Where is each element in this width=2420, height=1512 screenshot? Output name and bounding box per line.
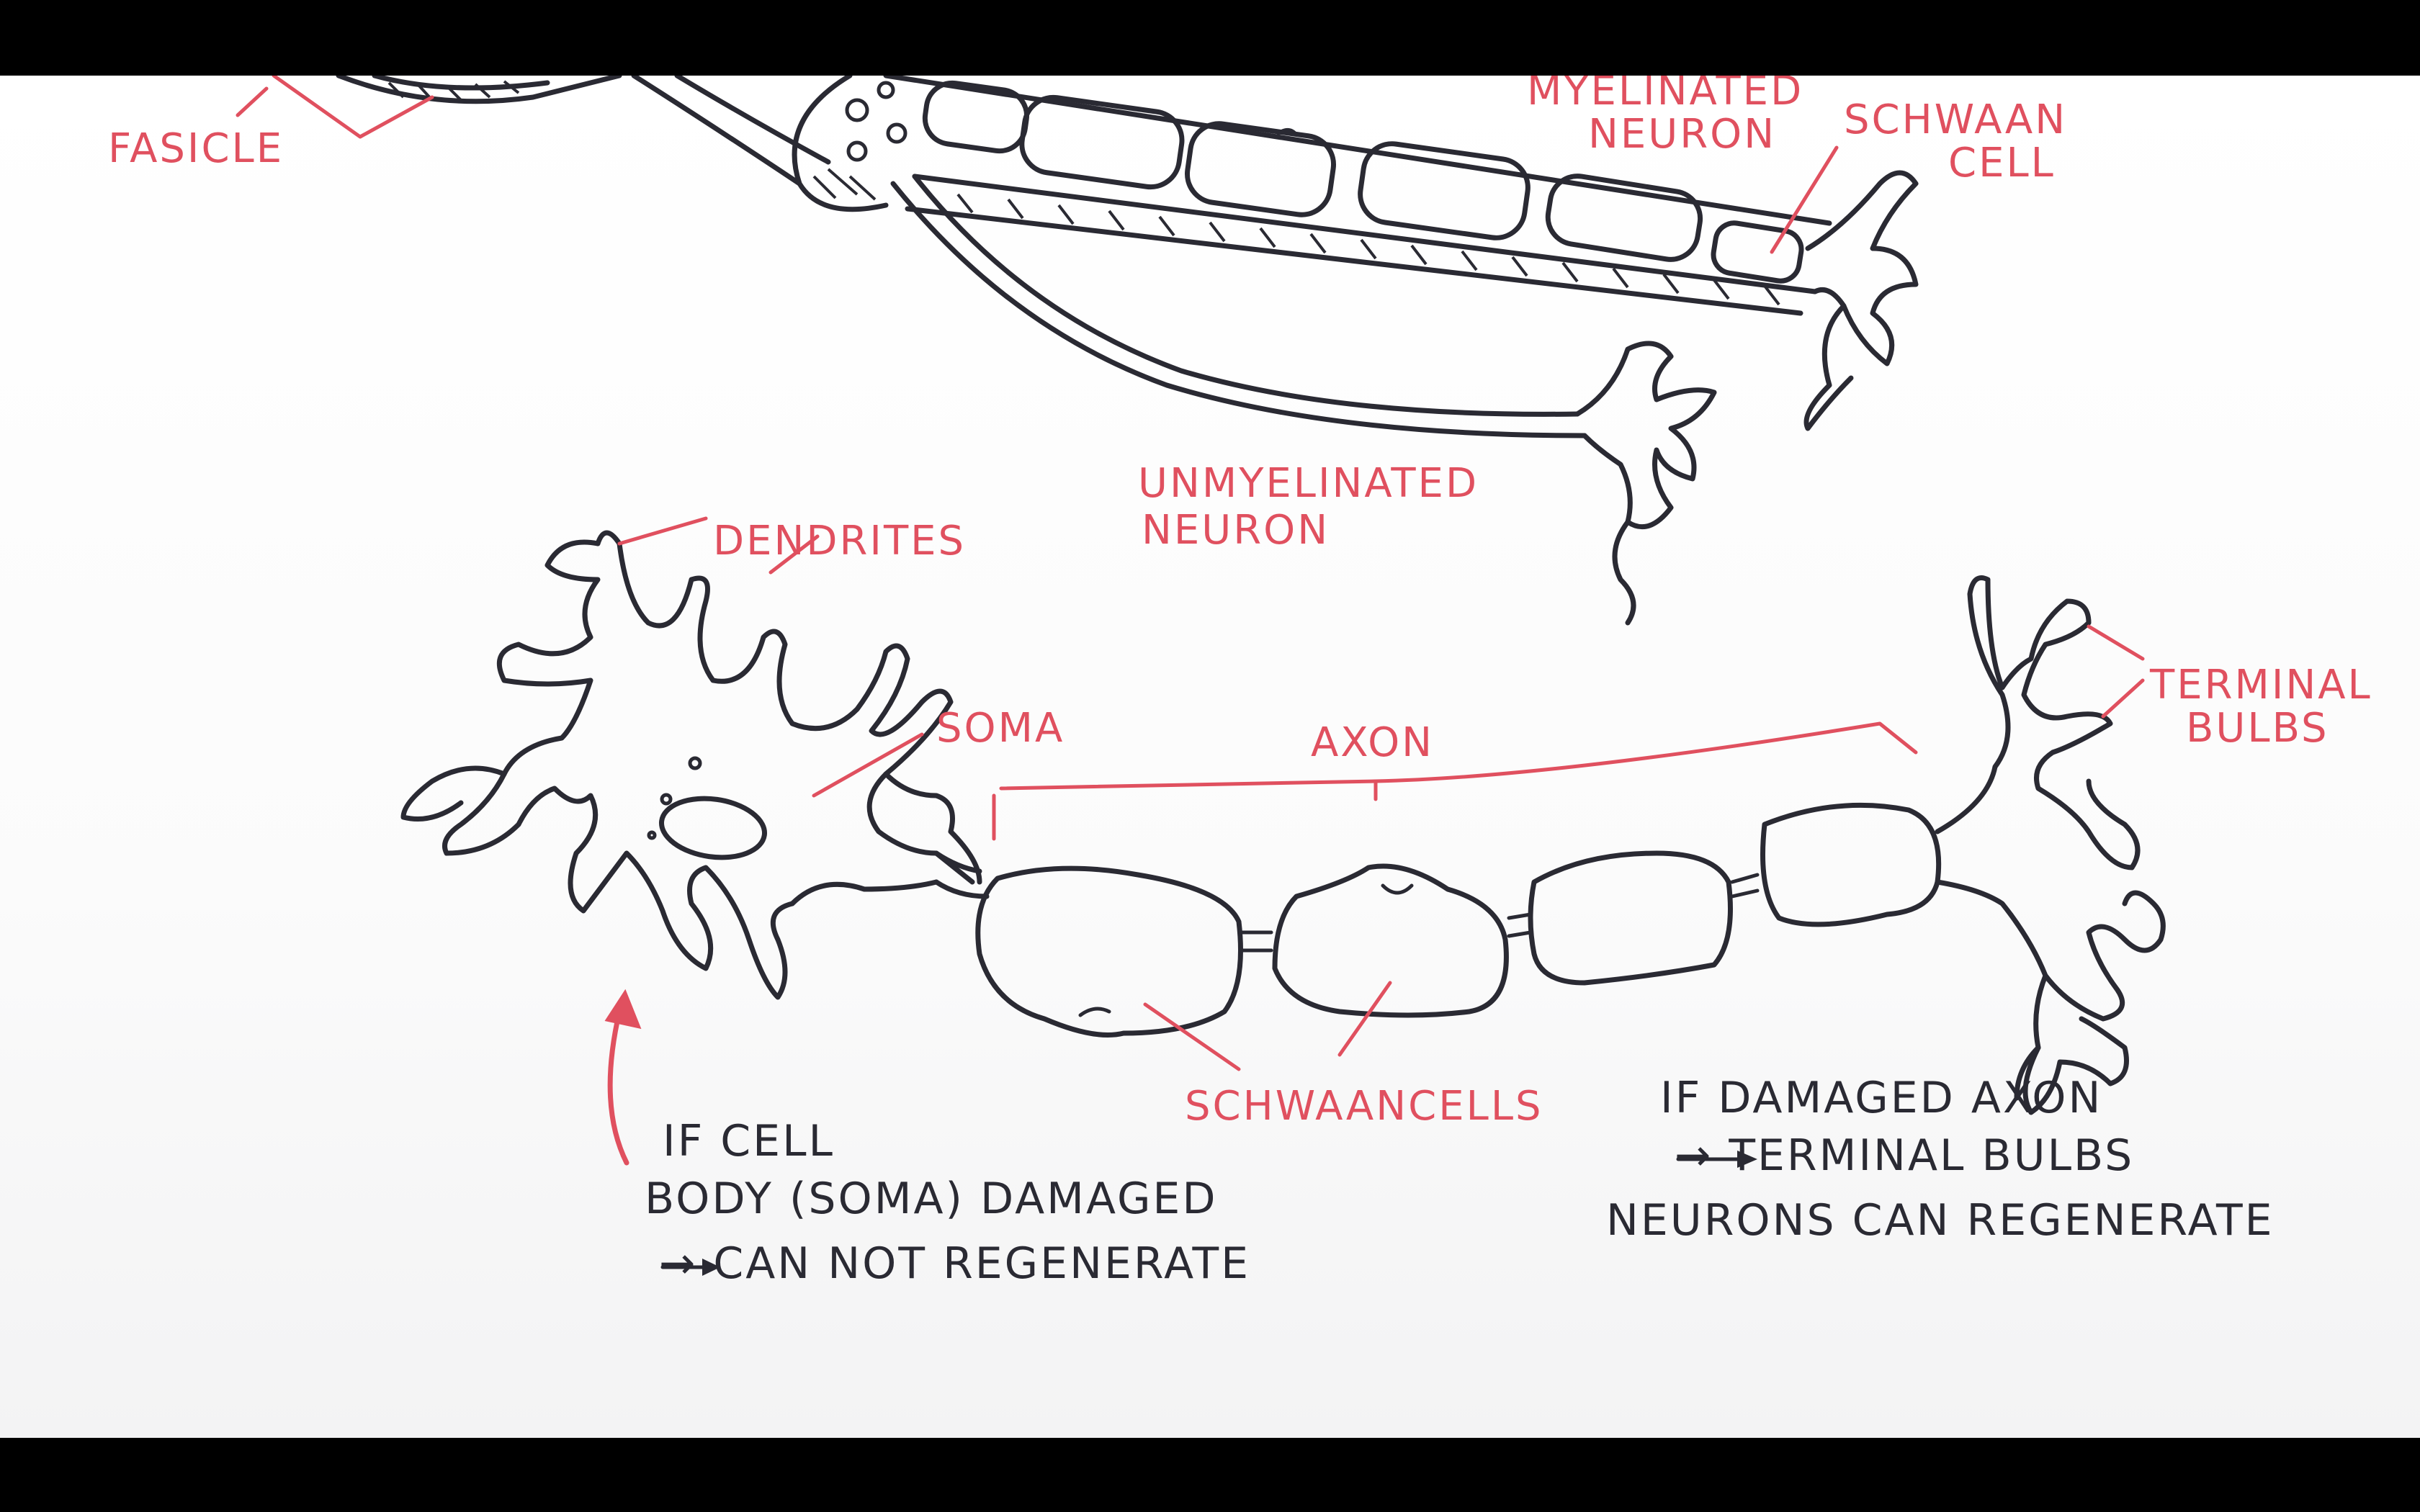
label-schwaan-top-line1: SCHWAAN [1844, 96, 2067, 143]
nucleus [658, 796, 768, 860]
arrow-head-icon [604, 989, 642, 1030]
note-soma-line1: IF CELL [663, 1116, 835, 1166]
letterbox-top [0, 0, 2420, 76]
myelinated-neuron [883, 76, 1919, 431]
label-axon: AXON [1311, 719, 1434, 766]
label-unmyelinated-line2: NEURON [1142, 507, 1330, 554]
arrow-right-icon [1737, 1151, 1757, 1168]
schwann-cell-4 [1760, 802, 1942, 927]
note-soma-line2: BODY (SOMA) DAMAGED [645, 1174, 1218, 1224]
label-myelinated-line2: NEURON [1588, 111, 1776, 158]
annotation-lines [604, 145, 2145, 1276]
label-terminal-bulbs-line1: TERMINAL [2149, 662, 2372, 708]
whiteboard: FASICLE MYELINATED NEURON SCHWAAN CELL U… [0, 76, 2420, 1438]
note-axon-line3: NEURONS CAN REGENERATE [1606, 1195, 2275, 1246]
label-unmyelinated-line1: UNMYELINATED [1138, 460, 1479, 507]
schwann-cell-2 [1272, 863, 1509, 1018]
label-soma: SOMA [936, 705, 1065, 752]
neuron-diagram: FASICLE MYELINATED NEURON SCHWAAN CELL U… [108, 76, 2372, 1289]
unmyelinated-neuron [890, 174, 1717, 626]
label-myelinated-line1: MYELINATED [1527, 76, 1803, 114]
label-schwaan-top-line2: CELL [1948, 140, 2056, 186]
nerve-connector-line-2 [674, 76, 831, 165]
note-soma-line3: → CAN NOT REGENERATE [659, 1238, 1250, 1289]
label-schwaan-cells: SCHWAANCELLS [1185, 1083, 1543, 1130]
main-neuron [400, 530, 2166, 1115]
schwann-cell-3 [1528, 850, 1733, 986]
labels: FASICLE MYELINATED NEURON SCHWAAN CELL U… [108, 76, 2372, 1289]
letterbox-bottom [0, 1438, 2420, 1512]
arrow-right-icon [702, 1259, 720, 1276]
label-dendrites: DENDRITES [713, 518, 966, 564]
note-axon-line2: → TERMINAL BULBS [1675, 1130, 2134, 1181]
label-fasicle: FASICLE [108, 125, 284, 172]
nerve-cross-section [792, 76, 908, 212]
schwann-cell-1 [975, 865, 1243, 1038]
label-terminal-bulbs-line2: BULBS [2186, 705, 2329, 752]
nerve-connector-line [631, 76, 802, 186]
nerve-bundle-fragment [236, 76, 622, 139]
note-axon-line1: IF DAMAGED AXON [1660, 1073, 2102, 1123]
